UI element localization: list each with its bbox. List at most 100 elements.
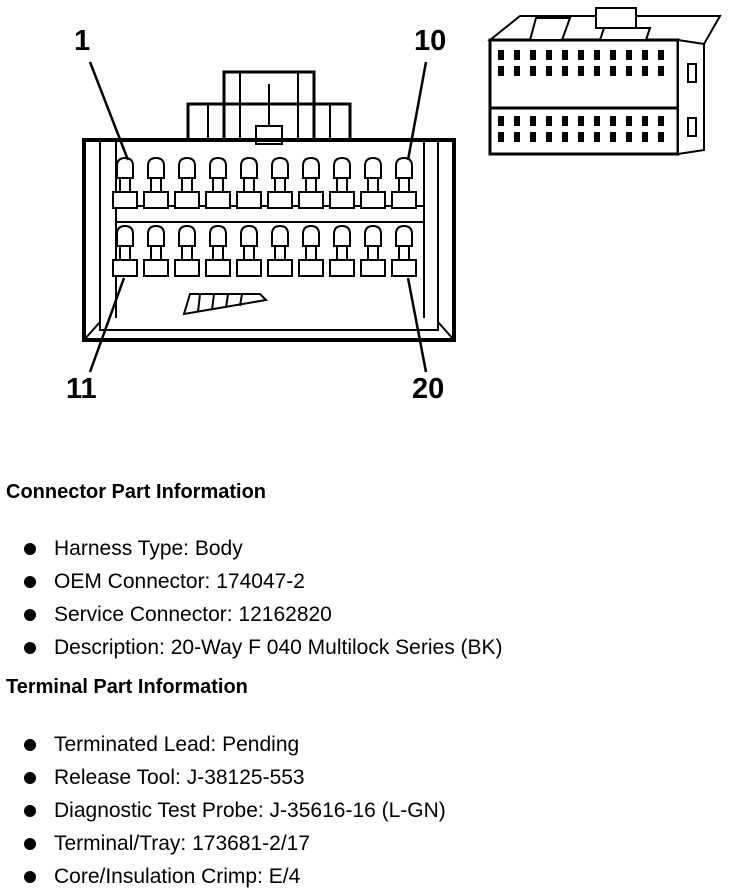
terminal-cavity [329, 224, 355, 277]
iso-cavity [530, 132, 536, 142]
info-item-text: Terminal/Tray: 173681-2/17 [54, 832, 311, 855]
iso-cavity [642, 50, 648, 60]
terminal-cavity [143, 224, 169, 277]
connector-info-title: Connector Part Information [6, 481, 267, 503]
iso-cavity [514, 132, 520, 142]
iso-cavity [578, 132, 584, 142]
terminal-cavity [267, 156, 293, 209]
bullet-icon [24, 739, 36, 751]
terminal-cavity [391, 156, 417, 209]
iso-cavity [610, 116, 616, 126]
terminal-cavity [205, 224, 231, 277]
iso-cavity [642, 116, 648, 126]
info-item-text: Release Tool: J-38125-553 [54, 766, 305, 789]
iso-cavity [626, 50, 632, 60]
terminal-cavity [174, 224, 200, 277]
iso-cavity [658, 50, 664, 60]
terminal-cavity [143, 156, 169, 209]
iso-cavity [562, 132, 568, 142]
terminal-cavity [174, 156, 200, 209]
pin-10-label: 10 [414, 25, 446, 57]
info-list-item: OEM Connector: 174047-2 [0, 565, 503, 598]
info-item-text: Service Connector: 12162820 [54, 603, 332, 626]
terminal-cavity [391, 224, 417, 277]
info-list-item: Service Connector: 12162820 [0, 598, 503, 631]
iso-cavity [626, 116, 632, 126]
terminal-cavity [205, 156, 231, 209]
iso-cavity [546, 132, 552, 142]
info-list-item: Diagnostic Test Probe: J-35616-16 (L-GN) [0, 794, 446, 827]
bullet-icon [24, 772, 36, 784]
iso-cavity [498, 116, 504, 126]
bullet-icon [24, 543, 36, 555]
pin-leader-lines [88, 61, 428, 373]
iso-cavity [626, 66, 632, 76]
terminal-cavity [360, 224, 386, 277]
terminal-cavity [329, 156, 355, 209]
iso-cavity [610, 50, 616, 60]
pin-11-label: 11 [66, 373, 97, 405]
iso-cavity [658, 116, 664, 126]
iso-cavity [514, 66, 520, 76]
bullet-icon [24, 871, 36, 883]
terminal-info-title: Terminal Part Information [6, 676, 248, 698]
terminal-cavity [236, 156, 262, 209]
bullet-icon [24, 838, 36, 850]
info-item-text: Description: 20-Way F 040 Multilock Seri… [54, 636, 503, 659]
iso-cavity [594, 66, 600, 76]
bullet-icon [24, 609, 36, 621]
iso-cavity [562, 50, 568, 60]
terminal-cavity [236, 224, 262, 277]
bullet-icon [24, 576, 36, 588]
iso-cavity [530, 66, 536, 76]
iso-cavity [642, 66, 648, 76]
pin-1-label: 1 [74, 25, 90, 57]
info-list-item: Harness Type: Body [0, 532, 503, 565]
terminal-cavity [360, 156, 386, 209]
terminal-cavity [298, 224, 324, 277]
pin-20-label: 20 [412, 373, 444, 405]
info-list-item: Release Tool: J-38125-553 [0, 761, 446, 794]
iso-cavity [658, 66, 664, 76]
iso-cavity [610, 66, 616, 76]
iso-cavity [530, 116, 536, 126]
connector-isometric-view [487, 7, 722, 156]
info-item-text: Diagnostic Test Probe: J-35616-16 (L-GN) [54, 799, 446, 822]
iso-cavity [578, 116, 584, 126]
iso-cavity [578, 66, 584, 76]
iso-cavity [594, 116, 600, 126]
info-item-text: Core/Insulation Crimp: E/4 [54, 865, 301, 888]
iso-cavity [562, 66, 568, 76]
iso-cavity [514, 116, 520, 126]
bullet-icon [24, 642, 36, 654]
terminal-cavities [112, 156, 417, 277]
iso-cavity [498, 66, 504, 76]
iso-cavity [562, 116, 568, 126]
iso-cavity [642, 132, 648, 142]
terminal-cavity [112, 156, 138, 209]
terminal-cavity [267, 224, 293, 277]
info-item-text: OEM Connector: 174047-2 [54, 570, 305, 593]
iso-cavity [498, 132, 504, 142]
info-list-item: Terminated Lead: Pending [0, 728, 446, 761]
info-item-text: Harness Type: Body [54, 537, 243, 560]
connector-diagram: 1 10 11 20 [66, 7, 722, 405]
iso-cavity [626, 132, 632, 142]
iso-cavity [546, 66, 552, 76]
iso-cavity [594, 132, 600, 142]
info-list-item: Core/Insulation Crimp: E/4 [0, 860, 446, 893]
info-item-text: Terminated Lead: Pending [54, 733, 300, 756]
info-list-item: Description: 20-Way F 040 Multilock Seri… [0, 631, 503, 664]
terminal-cavity [112, 224, 138, 277]
iso-cavity [578, 50, 584, 60]
bullet-icon [24, 805, 36, 817]
iso-cavity [514, 50, 520, 60]
iso-cavity [594, 50, 600, 60]
iso-cavity [530, 50, 536, 60]
info-list-item: Terminal/Tray: 173681-2/17 [0, 827, 446, 860]
iso-cavity [610, 132, 616, 142]
terminal-cavity [298, 156, 324, 209]
iso-cavity [546, 50, 552, 60]
